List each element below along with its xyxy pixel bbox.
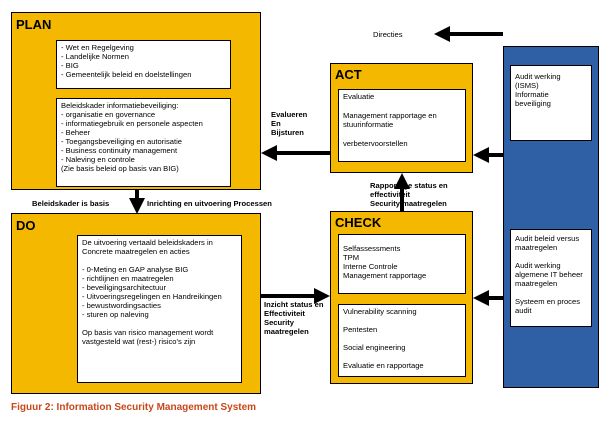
- list-item: - Landelijke Normen: [61, 52, 129, 61]
- rapportage-label: Rapportage status en effectiviteit Secur…: [370, 181, 448, 208]
- list-item: - beveiligingsarchitectuur: [82, 283, 166, 292]
- list-item: - Naleving en controle: [61, 155, 135, 164]
- evalueren-line: En: [271, 119, 281, 128]
- audit-line: Informatie: [515, 90, 549, 99]
- figure-caption: Figuur 2: Information Security Managemen…: [11, 402, 257, 413]
- list-item: - Toegangsbeveiliging en autorisatie: [61, 137, 183, 146]
- inzicht-line: Security: [264, 318, 294, 327]
- list-item: - Gemeentelijk beleid en doelstellingen: [61, 70, 192, 79]
- plan-legal-list: - Wet en Regelgeving - Landelijke Normen…: [61, 43, 226, 79]
- act-panel: ACT Evaluatie Management rapportage en s…: [330, 63, 473, 173]
- evalueren-line: Evalueren: [271, 110, 308, 119]
- audit-controls-box: Audit beleid versus maatregelen Audit we…: [510, 229, 592, 327]
- check-line: Selfassessments: [343, 244, 401, 253]
- check-line: Social engineering: [343, 343, 406, 352]
- inzicht-line: Inzicht status en: [264, 300, 324, 309]
- plan-title: PLAN: [16, 17, 52, 32]
- plan-policy-box: Beleidskader informatiebeveiliging: - or…: [56, 98, 231, 187]
- audit-isms-box: Audit werking (ISMS) Informatie beveilig…: [510, 65, 592, 141]
- act-line: Management rapportage en stuurinformatie: [343, 111, 437, 129]
- list-item: - informatiegebruik en personele aspecte…: [61, 119, 203, 128]
- list-item: - organisatie en governance: [61, 110, 156, 119]
- check-line: Management rapportage: [343, 271, 427, 280]
- check-title: CHECK: [335, 215, 382, 230]
- beleidskader-label: Beleidskader is basis: [32, 199, 110, 208]
- audit-line: Audit werking algemene IT beheer maatreg…: [515, 261, 583, 288]
- check-testing-box: Vulnerability scanning Pentesten Social …: [338, 304, 466, 377]
- list-item: - 0-Meting en GAP analyse BIG: [82, 265, 189, 274]
- evalueren-label: Evalueren En Bijsturen: [271, 110, 307, 137]
- rapportage-line: effectiviteit: [370, 190, 411, 199]
- list-item: - richtlijnen en maatregelen: [82, 274, 174, 283]
- do-content-box: De uitvoering vertaald beleidskaders in …: [77, 235, 242, 383]
- inzicht-line: maatregelen: [264, 327, 309, 336]
- list-item: - sturen op naleving: [82, 310, 149, 319]
- check-assessment-box: Selfassessments TPM Interne Controle Man…: [338, 234, 466, 294]
- list-item: - Uitvoeringsregelingen en Handreikingen: [82, 292, 222, 301]
- act-title: ACT: [335, 67, 362, 82]
- do-title: DO: [16, 218, 36, 233]
- list-item: (Zie basis beleid op basis van BIG): [61, 164, 179, 173]
- audit-line: Systeem en proces audit: [515, 297, 580, 315]
- audit-line: Audit beleid versus maatregelen: [515, 234, 580, 252]
- plan-policy-heading: Beleidskader informatiebeveiliging:: [61, 101, 179, 110]
- check-line: TPM: [343, 253, 360, 262]
- evalueren-line: Bijsturen: [271, 128, 304, 137]
- check-line: Evaluatie en rapportage: [343, 361, 424, 370]
- rapportage-line: Security maatregelen: [370, 199, 447, 208]
- do-panel: DO De uitvoering vertaald beleidskaders …: [11, 213, 261, 394]
- audit-line: beveiliging: [515, 99, 551, 108]
- directies-label: Directies: [373, 30, 403, 39]
- rapportage-line: Rapportage status en: [370, 181, 448, 190]
- do-intro: De uitvoering vertaald beleidskaders in …: [82, 238, 213, 256]
- check-line: Pentesten: [343, 325, 378, 334]
- act-line: verbetervoorstellen: [343, 139, 408, 148]
- list-item: - Business continuity management: [61, 146, 178, 155]
- inzicht-label: Inzicht status en Effectiviteit Security…: [264, 300, 324, 336]
- inrichting-label: Inrichting en uitvoering Processen: [147, 199, 272, 208]
- plan-policy-list: - organisatie en governance - informatie…: [61, 110, 226, 173]
- audit-line: (ISMS): [515, 81, 539, 90]
- do-footer: Op basis van risico management wordt vas…: [82, 328, 214, 346]
- list-item: - Wet en Regelgeving: [61, 43, 134, 52]
- inzicht-line: Effectiviteit: [264, 309, 305, 318]
- do-list: - 0-Meting en GAP analyse BIG - richtlij…: [82, 265, 237, 319]
- act-line: Evaluatie: [343, 92, 375, 101]
- plan-panel: PLAN - Wet en Regelgeving - Landelijke N…: [11, 12, 261, 190]
- check-line: Vulnerability scanning: [343, 307, 417, 316]
- check-panel: CHECK Selfassessments TPM Interne Contro…: [330, 211, 473, 384]
- list-item: - bewustwordingsacties: [82, 301, 161, 310]
- list-item: - Beheer: [61, 128, 91, 137]
- list-item: - BIG: [61, 61, 79, 70]
- check-line: Interne Controle: [343, 262, 398, 271]
- audit-line: Audit werking: [515, 72, 561, 81]
- plan-legal-box: - Wet en Regelgeving - Landelijke Normen…: [56, 40, 231, 89]
- act-content-box: Evaluatie Management rapportage en stuur…: [338, 89, 466, 162]
- audit-panel: Audit werking (ISMS) Informatie beveilig…: [503, 46, 599, 388]
